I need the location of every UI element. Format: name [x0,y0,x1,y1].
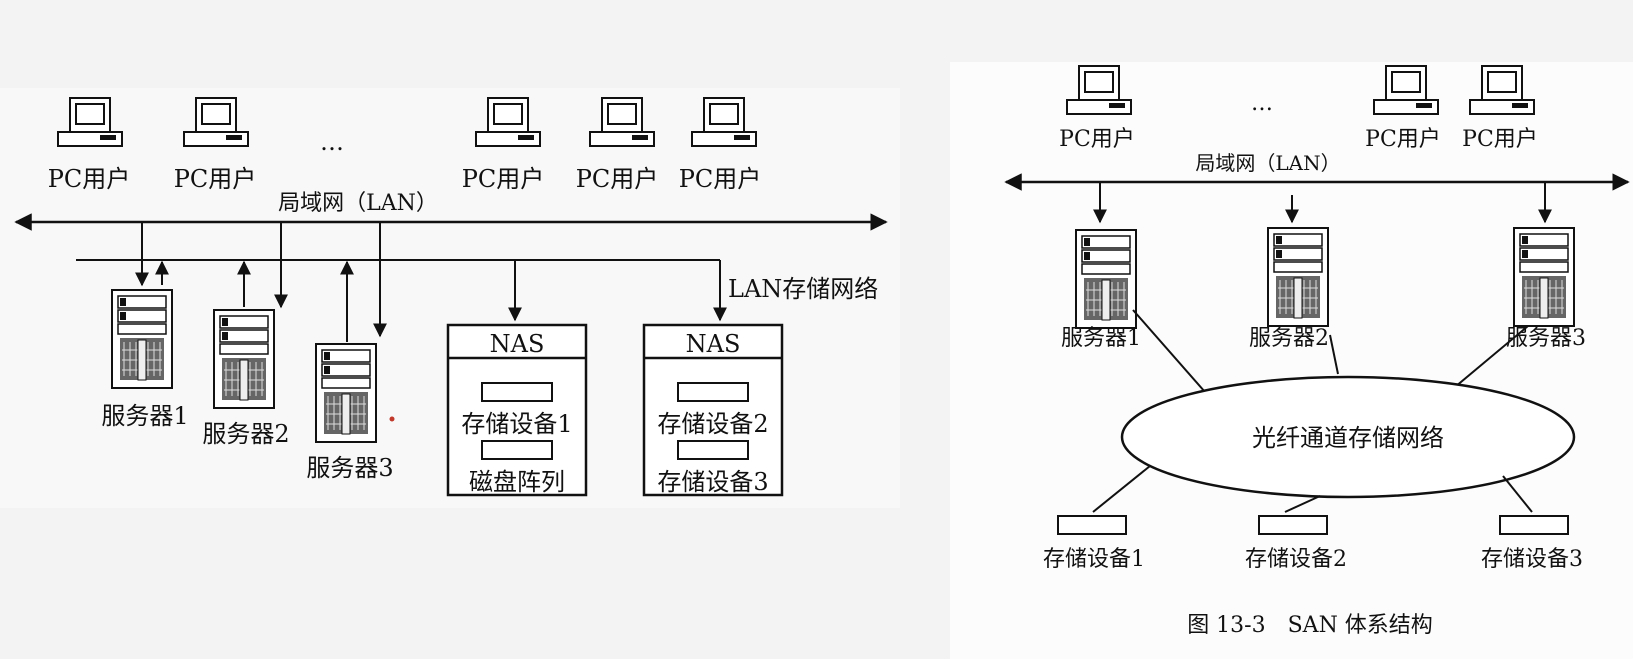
disk-slot [481,440,553,460]
ellipsis: … [320,128,344,156]
connector [1132,309,1206,393]
storage-device-icon [1499,515,1569,535]
server-icon [1267,227,1329,327]
ellipsis: … [1251,91,1273,116]
pc-label: PC用户 [462,165,545,193]
nas-title: NAS [686,330,741,358]
pc-label: PC用户 [1462,127,1538,152]
server-label: 服务器1 [1061,326,1141,351]
storage-device-icon [1057,515,1127,535]
pc-label: PC用户 [679,165,762,193]
server-icon [1513,227,1575,327]
server-label: 服务器3 [306,454,393,482]
server-icon [213,309,275,409]
stray-mark [389,416,395,422]
server-label: 服务器1 [101,402,188,430]
server-icon [315,343,377,443]
nas-box: NAS 存储设备2 存储设备3 [642,323,784,497]
nas-box: NAS 存储设备1 磁盘阵列 [446,323,588,497]
storage-device-label: 存储设备3 [1481,547,1583,572]
storage-device-icon [1258,515,1328,535]
connector [1454,325,1529,388]
fc-network-label: 光纤通道存储网络 [1252,424,1444,452]
nas-title: NAS [490,330,545,358]
server-label: 服务器3 [1506,326,1586,351]
server-icon [111,289,173,389]
fc-network-ellipse [1120,375,1576,499]
storage-device-label: 存储设备3 [657,468,768,496]
storage-device-label: 存储设备2 [657,410,768,438]
pc-label: PC用户 [576,165,659,193]
connector [1329,334,1339,375]
storage-device-label: 存储设备1 [461,410,572,438]
pc-label: PC用户 [48,165,131,193]
connector [1284,495,1321,513]
disk-slot [677,382,749,402]
pc-label: PC用户 [1059,127,1135,152]
san-diagram: PC用户 … PC用户 PC用户 局域网（LAN） 服务器1 服务器2 服务器3… [950,62,1633,659]
pc-label: PC用户 [1365,127,1441,152]
lan-storage-network-label: LAN存储网络 [728,275,878,303]
pc-label: PC用户 [174,165,257,193]
disk-array-label: 磁盘阵列 [469,468,565,496]
lan-label: 局域网（LAN） [1195,151,1340,175]
nas-diagram: PC用户 PC用户 … PC用户 PC用户 PC用户 局域网（LAN） LAN存… [0,88,900,508]
server-label: 服务器2 [202,420,289,448]
storage-device-label: 存储设备1 [1043,547,1145,572]
storage-device-label: 存储设备2 [1245,547,1347,572]
right-panel-background [950,62,1633,659]
connector [1502,475,1533,513]
connector [1092,465,1151,513]
disk-slot [677,440,749,460]
disk-slot [481,382,553,402]
server-label: 服务器2 [1249,326,1329,351]
lan-label: 局域网（LAN） [278,191,438,216]
server-icon [1075,229,1137,329]
figure-caption: 图 13-3 SAN 体系结构 [1187,613,1433,638]
